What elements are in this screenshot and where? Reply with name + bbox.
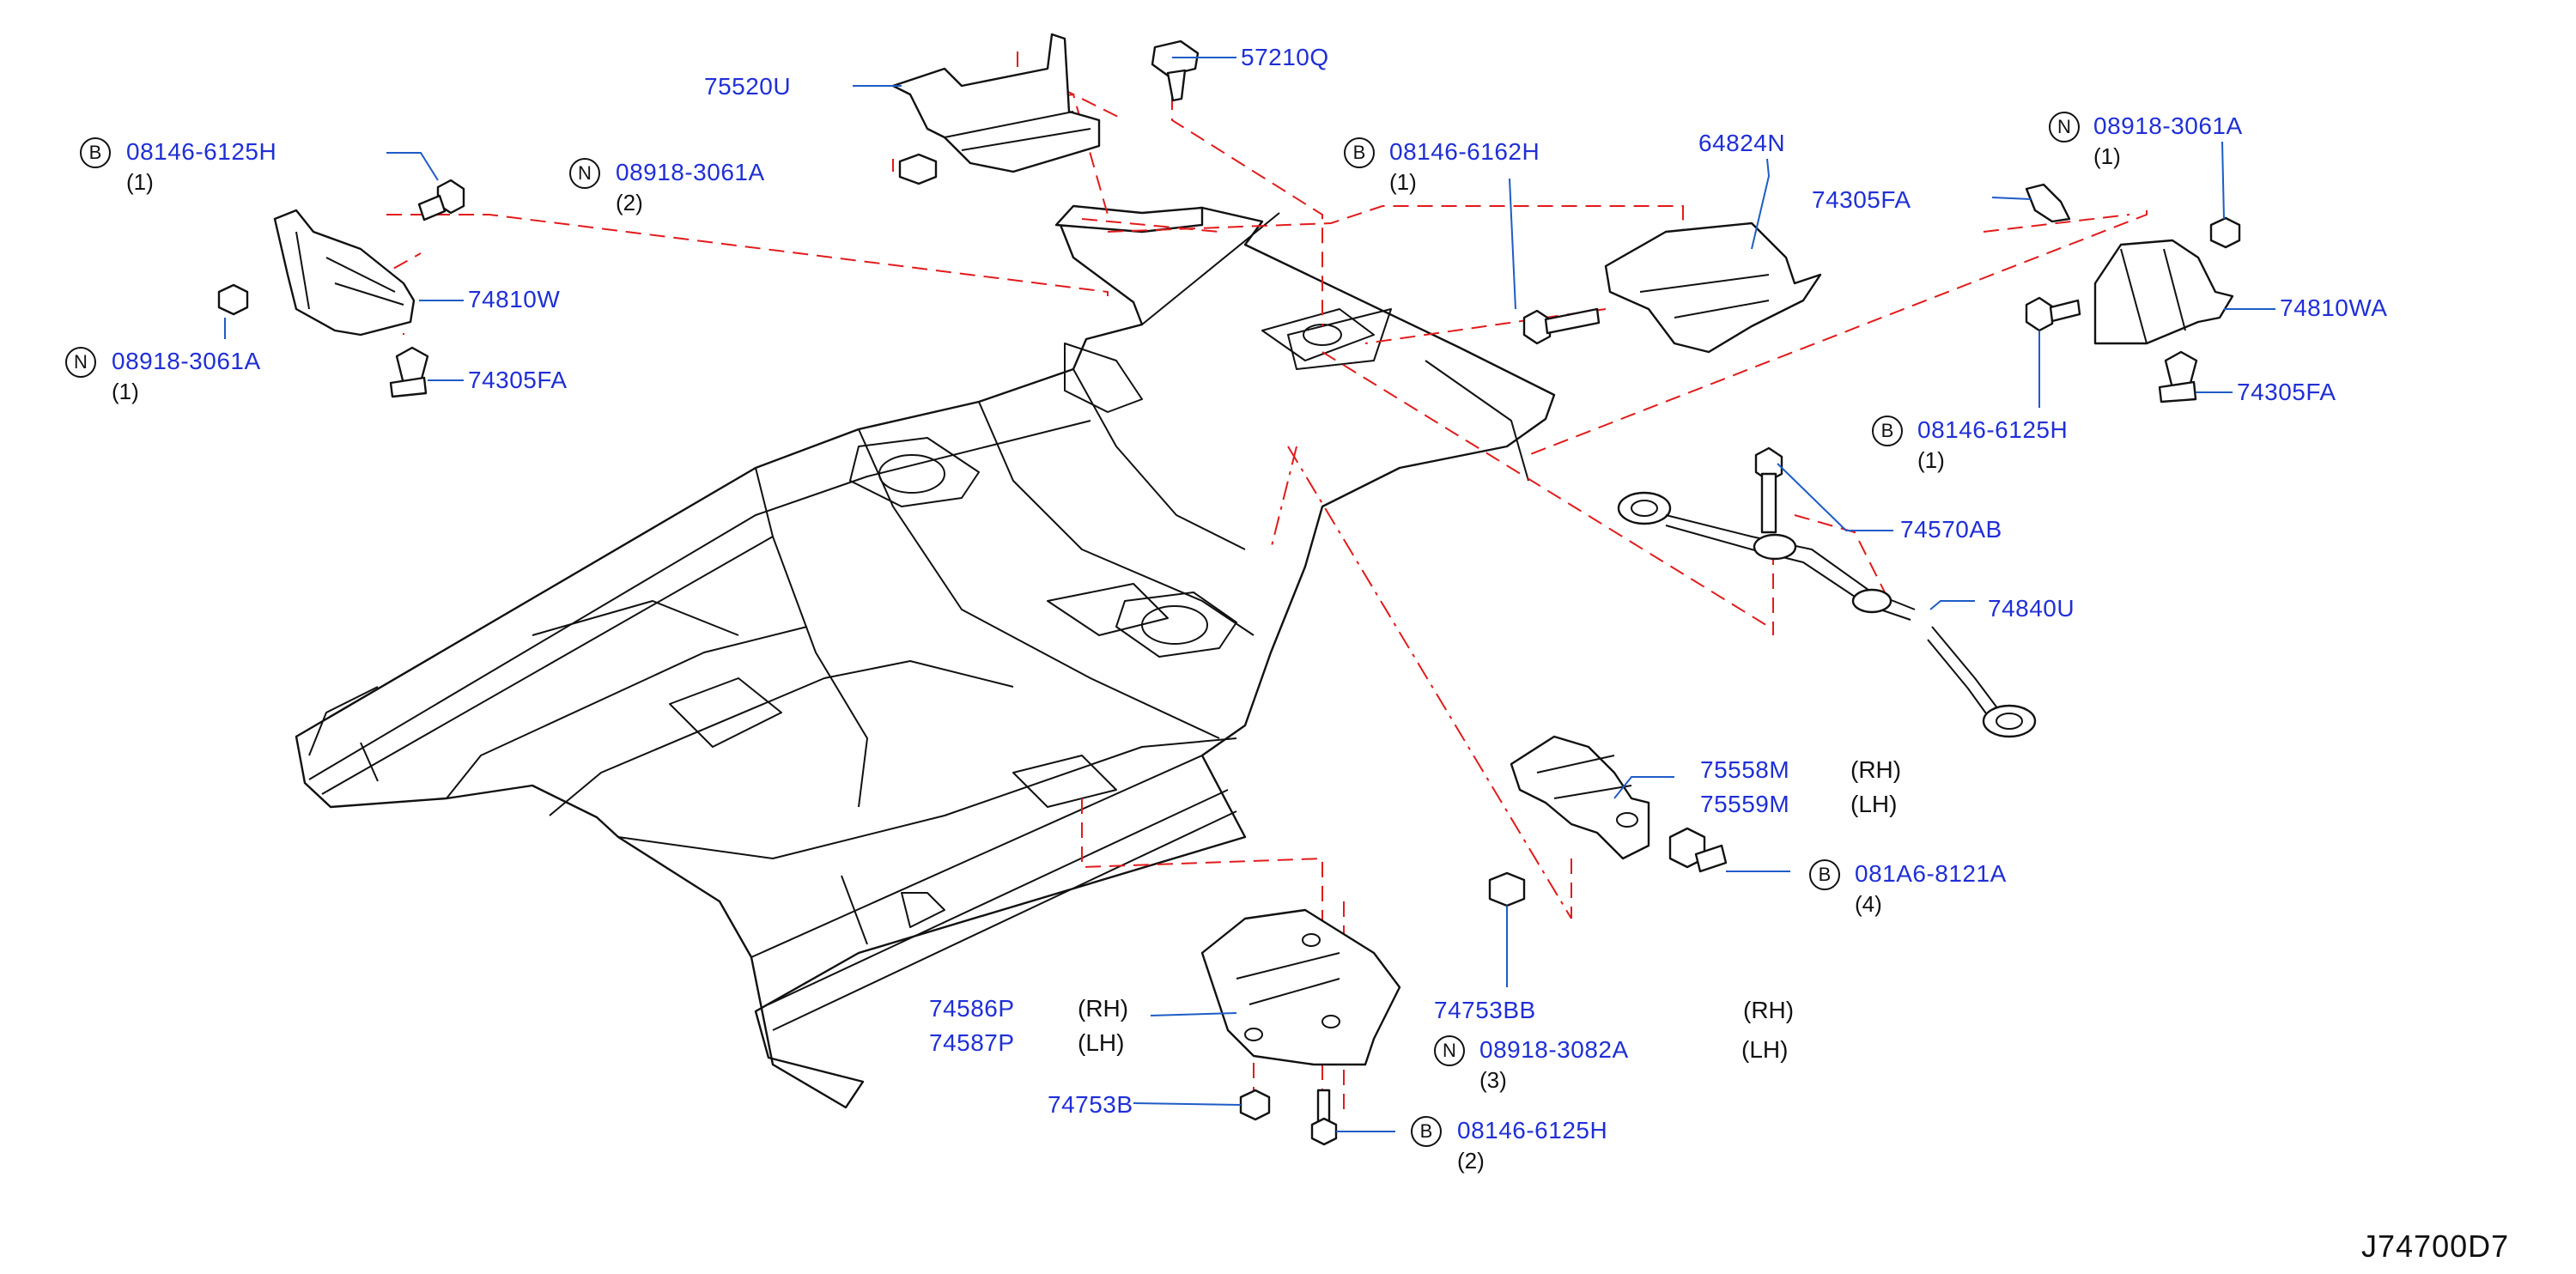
floor-hole xyxy=(849,437,980,507)
part-label-57210q[interactable]: 57210Q xyxy=(1241,44,1329,70)
shield-74810wa[interactable] xyxy=(2093,239,2234,345)
nut-icon xyxy=(2209,216,2241,249)
side-rh: (RH) xyxy=(1078,995,1129,1022)
bolt-icon xyxy=(1668,827,1728,873)
bolt-badge: B xyxy=(1411,1116,1442,1147)
nut-icon xyxy=(1239,1089,1271,1121)
clip-57210q[interactable] xyxy=(1151,39,1200,102)
quantity: (1) xyxy=(2093,143,2121,169)
side-lh: (LH) xyxy=(1850,791,1898,817)
bolt-badge: B xyxy=(1872,416,1903,446)
tunnel-front-panel xyxy=(1054,204,1204,234)
quantity: (2) xyxy=(1457,1148,1485,1174)
clip-74305fa[interactable] xyxy=(2025,183,2071,223)
part-label-75558m[interactable]: 75558M xyxy=(1700,756,1790,783)
part-label-75520u[interactable]: 75520U xyxy=(704,73,792,100)
part-label-64824n[interactable]: 64824N xyxy=(1698,130,1786,156)
part-label-08918-3061a[interactable]: 08918-3061A xyxy=(2093,112,2243,139)
bolt-icon xyxy=(1310,1089,1338,1146)
nut-icon xyxy=(1488,871,1526,907)
shield-74810w[interactable] xyxy=(273,209,416,337)
diagram-code: J74700D7 xyxy=(2361,1228,2510,1264)
part-label-74305fa[interactable]: 74305FA xyxy=(1812,186,1911,213)
clip-74305fa[interactable] xyxy=(389,346,429,398)
part-label-08918-3061a[interactable]: 08918-3061A xyxy=(616,159,765,185)
bolt-badge: B xyxy=(1344,137,1375,168)
part-label-74570ab[interactable]: 74570AB xyxy=(1900,516,2002,543)
part-label-74753b[interactable]: 74753B xyxy=(1048,1091,1133,1118)
part-label-75559m[interactable]: 75559M xyxy=(1700,791,1790,817)
floor-panel xyxy=(295,206,1556,1109)
strap-74840u[interactable] xyxy=(1617,491,2037,738)
part-label-74587p[interactable]: 74587P xyxy=(929,1029,1015,1056)
bolt-badge: B xyxy=(1809,859,1840,890)
part-label-74753bb[interactable]: 74753BB xyxy=(1434,997,1536,1023)
leader-lines xyxy=(224,57,2275,1132)
quantity: (4) xyxy=(1855,891,1882,917)
nut-icon xyxy=(898,153,938,185)
nut-badge: N xyxy=(2049,112,2080,143)
bolt-icon xyxy=(1754,446,1783,534)
nut-badge: N xyxy=(1434,1035,1465,1066)
quantity: (1) xyxy=(126,169,154,195)
bolt-badge: B xyxy=(80,137,111,168)
side-rh: (RH) xyxy=(1850,756,1902,783)
side-rh: (RH) xyxy=(1743,997,1795,1023)
quantity: (1) xyxy=(1917,447,1945,473)
part-label-08146-6125h[interactable]: 08146-6125H xyxy=(1457,1117,1608,1144)
part-label-08918-3082a[interactable]: 08918-3082A xyxy=(1479,1036,1629,1063)
part-label-74305fa[interactable]: 74305FA xyxy=(468,367,568,393)
bracket-64824n[interactable] xyxy=(1604,221,1822,354)
quantity: (1) xyxy=(1389,169,1417,195)
part-label-74810wa[interactable]: 74810WA xyxy=(2280,294,2388,321)
nut-badge: N xyxy=(569,158,600,189)
side-lh: (LH) xyxy=(1078,1029,1125,1056)
part-label-74586p[interactable]: 74586P xyxy=(929,995,1015,1022)
nut-icon xyxy=(217,283,249,316)
bolt-icon xyxy=(2025,296,2081,332)
floor-hole xyxy=(1115,592,1237,658)
clip-74305fa[interactable] xyxy=(2158,350,2198,403)
part-label-08918-3061a[interactable]: 08918-3061A xyxy=(112,348,261,374)
part-label-08146-6125h[interactable]: 08146-6125H xyxy=(1917,416,2069,443)
quantity: (3) xyxy=(1479,1067,1507,1093)
side-lh: (LH) xyxy=(1741,1036,1789,1063)
shield-74586p[interactable] xyxy=(1200,908,1401,1066)
part-label-74810w[interactable]: 74810W xyxy=(468,286,561,312)
bolt-icon xyxy=(1522,307,1601,345)
bracket-75520u[interactable] xyxy=(891,33,1101,173)
part-label-081a6-8121a[interactable]: 081A6-8121A xyxy=(1855,860,2007,887)
part-label-08146-6162h[interactable]: 08146-6162H xyxy=(1389,138,1540,165)
bracket-75558m[interactable] xyxy=(1510,735,1650,860)
bolt-icon xyxy=(417,179,465,221)
quantity: (2) xyxy=(616,190,643,215)
part-label-08146-6125h[interactable]: 08146-6125H xyxy=(126,138,277,165)
part-label-74305fa[interactable]: 74305FA xyxy=(2237,379,2336,405)
part-label-74840u[interactable]: 74840U xyxy=(1988,595,2075,622)
nut-badge: N xyxy=(65,347,96,378)
quantity: (1) xyxy=(112,379,139,404)
